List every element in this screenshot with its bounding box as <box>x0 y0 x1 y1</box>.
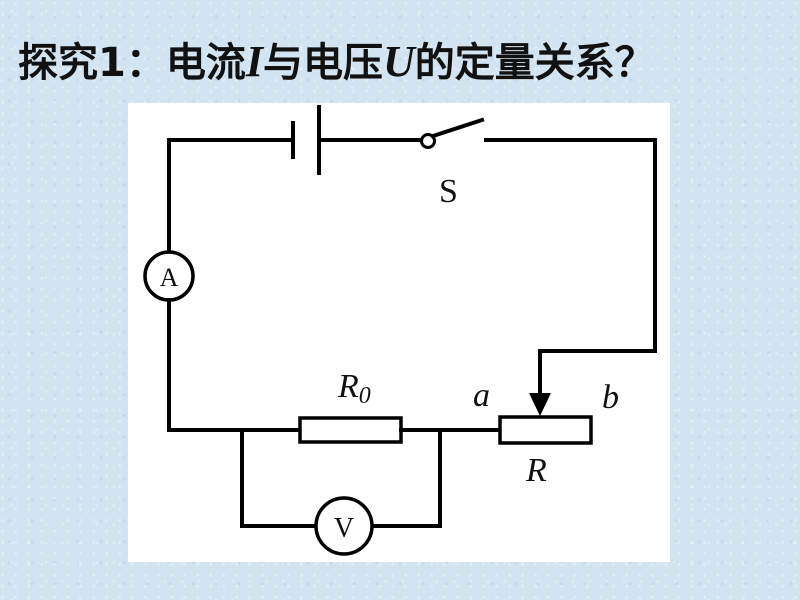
wire-left-bottom <box>167 298 302 432</box>
wire-voltmeter-left <box>240 428 318 528</box>
switch-blade <box>430 117 485 139</box>
wire-top-left <box>167 138 295 278</box>
circuit-diagram: S A R0 a b R V <box>143 105 657 556</box>
title-mid: 与电压 <box>262 40 383 86</box>
circuit-diagram-panel: S A R0 a b R V <box>128 103 670 562</box>
switch-pivot <box>420 133 436 149</box>
terminal-a-label: a <box>473 377 490 414</box>
title-current-symbol: I <box>245 37 263 86</box>
voltmeter-label: V <box>334 513 354 544</box>
switch-label: S <box>439 173 458 210</box>
title-prefix: 探究1：电流 <box>18 40 246 86</box>
terminal-b-label: b <box>602 379 619 416</box>
rheostat <box>498 415 593 445</box>
resistor-r0 <box>298 416 403 444</box>
title-suffix: 的定量关系？ <box>414 40 655 86</box>
ammeter-label: A <box>160 263 179 292</box>
resistor-r0-label: R0 <box>337 368 371 409</box>
voltmeter-circle <box>314 496 374 556</box>
title-voltage-symbol: U <box>382 37 415 86</box>
resistor-r0-letter: R <box>337 368 359 405</box>
wire-right <box>484 138 657 407</box>
rheostat-slider-arrow <box>529 393 551 416</box>
wire-voltmeter-right <box>370 428 442 528</box>
rheostat-label: R <box>525 452 547 489</box>
resistor-r0-subscript: 0 <box>359 383 371 409</box>
